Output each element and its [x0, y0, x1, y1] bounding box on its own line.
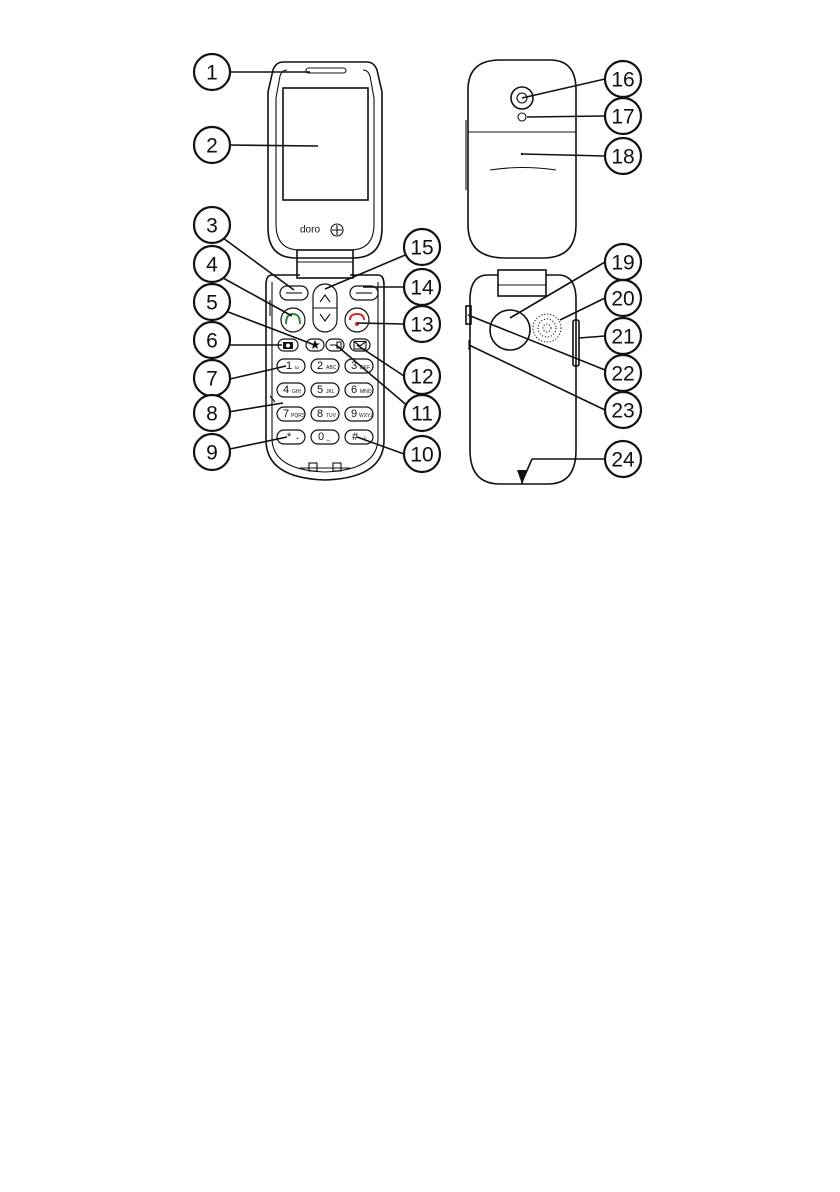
svg-text:JKL: JKL: [326, 389, 335, 395]
svg-text:4: 4: [283, 384, 289, 396]
loudspeaker-grille: [533, 314, 561, 342]
camera-flash: [518, 113, 526, 121]
svg-text:TUV: TUV: [326, 413, 337, 419]
callout-13: 13: [404, 306, 440, 342]
callout-5: 5: [194, 284, 230, 320]
back-bottom-half: [466, 270, 579, 484]
svg-text:16: 16: [611, 69, 634, 92]
brand-logo: doro: [300, 225, 320, 236]
svg-text:15: 15: [410, 237, 433, 260]
svg-text:PQRS: PQRS: [291, 413, 306, 419]
callout-1: 1: [194, 54, 230, 90]
svg-text:24: 24: [611, 449, 635, 472]
svg-text:1: 1: [206, 62, 218, 85]
svg-text:11: 11: [411, 403, 433, 426]
charging-cradle-contact: [490, 310, 530, 350]
svg-text:GHI: GHI: [292, 389, 301, 395]
svg-text:0: 0: [318, 431, 324, 443]
callout-3: 3: [194, 207, 230, 243]
svg-text:5: 5: [317, 384, 323, 396]
callout-14: 14: [404, 269, 440, 305]
callout-21: 21: [605, 318, 641, 354]
keypad: 1 ω 2 ABC 3 DEF 4 GHI 5 JKL 6 MNO 7 PQRS…: [270, 284, 378, 444]
callout-17: 17: [605, 98, 641, 134]
svg-text:10: 10: [410, 444, 433, 467]
svg-text:2: 2: [317, 360, 323, 372]
svg-text:9: 9: [351, 408, 357, 420]
svg-text:3: 3: [206, 215, 218, 238]
callout-16: 16: [605, 61, 641, 97]
svg-text:5: 5: [206, 292, 218, 315]
callout-6: 6: [194, 322, 230, 358]
svg-text:21: 21: [611, 326, 634, 349]
svg-text:2: 2: [206, 135, 218, 158]
svg-text:7: 7: [283, 408, 289, 420]
svg-text:12: 12: [410, 366, 433, 389]
svg-text:22: 22: [611, 363, 634, 386]
key-5[interactable]: [311, 383, 339, 397]
svg-text:7: 7: [206, 368, 218, 391]
callout-20: 20: [605, 280, 641, 316]
end-power-key[interactable]: [345, 308, 369, 332]
callout-19: 19: [605, 244, 641, 280]
hinge: [297, 250, 353, 278]
callout-7: 7: [194, 360, 230, 396]
callout-18: 18: [605, 138, 641, 174]
svg-text:WXYZ: WXYZ: [359, 413, 373, 419]
svg-text:14: 14: [410, 277, 434, 300]
callout-10: 10: [404, 436, 440, 472]
key-0[interactable]: [311, 430, 339, 444]
callout-22: 22: [605, 355, 641, 391]
svg-text:MNO: MNO: [360, 389, 372, 395]
svg-text:9: 9: [206, 442, 218, 465]
svg-text:*: *: [287, 431, 292, 443]
svg-text:6: 6: [351, 384, 357, 396]
svg-text:17: 17: [611, 106, 634, 129]
callout-12: 12: [404, 358, 440, 394]
svg-text:+: +: [296, 436, 299, 442]
callout-8: 8: [194, 395, 230, 431]
svg-text:␣: ␣: [327, 436, 330, 442]
svg-text:19: 19: [611, 252, 634, 275]
svg-text:6: 6: [206, 330, 218, 353]
svg-text:4: 4: [206, 254, 218, 277]
callout-4: 4: [194, 246, 230, 282]
svg-text:13: 13: [410, 314, 433, 337]
callout-15: 15: [404, 229, 440, 265]
svg-text:1: 1: [286, 360, 292, 372]
front-top-half: doro: [268, 62, 382, 258]
svg-text:ABC: ABC: [326, 365, 337, 371]
svg-text:8: 8: [317, 408, 323, 420]
svg-text:8: 8: [206, 403, 218, 426]
callout-23: 23: [605, 392, 641, 428]
svg-text:23: 23: [611, 400, 634, 423]
earpiece: [306, 68, 346, 73]
callout-24: 24: [605, 441, 641, 477]
callout-2: 2: [194, 127, 230, 163]
display-screen: [283, 88, 368, 200]
callout-11: 11: [404, 395, 440, 431]
svg-text:ω: ω: [295, 365, 299, 371]
svg-text:18: 18: [611, 146, 634, 169]
svg-text:20: 20: [611, 288, 634, 311]
callout-9: 9: [194, 434, 230, 470]
